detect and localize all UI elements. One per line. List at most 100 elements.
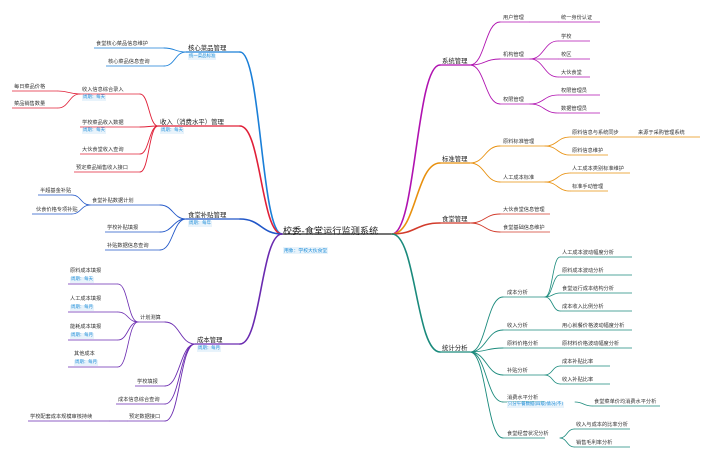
node-material-sync[interactable]: 原料信息与系统同步 xyxy=(572,130,619,136)
central-topic[interactable]: 校委-食堂运行监测系统 用象：学校大伙食堂 xyxy=(283,223,378,256)
branch-core xyxy=(239,51,283,235)
link-cinfo xyxy=(469,213,501,224)
node-operation-analysis[interactable]: 食堂经营状况分析 xyxy=(507,431,549,437)
tag-income: 周期：每天 xyxy=(160,128,184,134)
link-cq xyxy=(164,343,196,405)
node-core-dish-query[interactable]: 核心菜品信息查询 xyxy=(108,59,150,65)
node-dish-sales-qty[interactable]: 菜品销售数量 xyxy=(14,101,46,107)
node-gross-margin[interactable]: 销售毛利率分析 xyxy=(576,440,613,446)
link-qty xyxy=(57,93,81,109)
node-school[interactable]: 学校 xyxy=(561,34,572,40)
link-org-2 xyxy=(529,58,559,78)
link-half xyxy=(71,194,91,206)
node-material-price-analysis[interactable]: 原料价格分析 xyxy=(507,341,539,347)
node-half-fund-subsidy[interactable]: 半超基金补贴 xyxy=(40,188,72,194)
node-standard-management[interactable]: 标准管理 xyxy=(442,155,468,163)
node-labor-cost-report[interactable]: 人工成本填报 xyxy=(70,296,102,302)
node-price-special-subsidy[interactable]: 伙食价格专项补贴 xyxy=(36,207,78,213)
node-material-fluctuation[interactable]: 原料成本波动分析 xyxy=(562,268,604,274)
node-subsidy-analysis[interactable]: 补贴分析 xyxy=(507,368,528,374)
node-cost-analysis[interactable]: 成本分析 xyxy=(507,290,528,296)
node-daily-dish-price[interactable]: 每日菜品价格 xyxy=(14,84,46,90)
node-user-management[interactable]: 用户管理 xyxy=(503,15,524,21)
node-preorder-data-api[interactable]: 预定数据接口 xyxy=(129,414,161,420)
node-unified-auth[interactable]: 统一身份认证 xyxy=(561,15,593,21)
node-school-subsidy-report[interactable]: 学校补贴填报 xyxy=(107,225,139,231)
node-canteen-management[interactable]: 食堂管理 xyxy=(442,215,468,223)
branch-income xyxy=(239,125,283,235)
node-income-analysis[interactable]: 收入分析 xyxy=(507,323,528,329)
link-srep xyxy=(164,343,196,387)
link-sub-1 xyxy=(544,374,561,385)
node-school-report[interactable]: 学校填报 xyxy=(137,379,158,385)
link-mat-std xyxy=(469,145,501,164)
node-school-dish-income[interactable]: 学校菜品收入数据 xyxy=(82,120,124,126)
link-manual xyxy=(544,181,571,192)
node-statistics[interactable]: 统计分析 xyxy=(442,344,468,352)
node-labor-fluctuation[interactable]: 人工成本波动幅度分析 xyxy=(562,250,614,256)
link-costitem-1 xyxy=(117,311,139,323)
link-cost-2 xyxy=(544,292,561,298)
node-consumption-analysis[interactable]: 消费水平分析 xyxy=(507,395,539,401)
node-permission-admin[interactable]: 权限管理员 xyxy=(561,88,587,94)
link-op-1 xyxy=(559,437,575,448)
node-meal-price-fluctuation[interactable]: 用心就餐价格波动幅度分析 xyxy=(562,323,625,329)
link-sub-rep xyxy=(159,218,187,233)
node-cost-structure[interactable]: 食堂运行成本结构分析 xyxy=(562,286,614,292)
node-material-standard[interactable]: 原料标准管理 xyxy=(503,139,535,145)
node-permission-management[interactable]: 权限管理 xyxy=(503,97,524,103)
node-manual-standard[interactable]: 标准手动管理 xyxy=(572,184,604,190)
node-income-subsidy-ratio[interactable]: 收入补贴比率 xyxy=(562,377,594,383)
node-cost-query[interactable]: 成本信息综合查询 xyxy=(118,397,160,403)
node-labor-category[interactable]: 人工成本类别标准维护 xyxy=(572,166,624,172)
node-cost-management[interactable]: 成本管理 xyxy=(197,336,223,344)
link-special xyxy=(71,204,91,215)
link-stat-0 xyxy=(469,296,504,353)
node-canteen-org[interactable]: 大伙食堂 xyxy=(561,70,582,76)
node-system-management[interactable]: 系统管理 xyxy=(442,57,468,65)
node-data-admin[interactable]: 数据管理员 xyxy=(561,106,587,112)
node-cost-income-ratio[interactable]: 成本收入比例分析 xyxy=(562,304,604,310)
link-stat-1 xyxy=(469,329,504,353)
node-canteen-basic[interactable]: 食堂基础信息维护 xyxy=(503,225,545,231)
node-energy-cost-report[interactable]: 能耗成本填报 xyxy=(70,324,102,330)
node-cost-subsidy-ratio[interactable]: 成本补贴比率 xyxy=(562,359,594,365)
central-topic-title: 校委-食堂运行监测系统 xyxy=(283,226,379,237)
node-plan-calc[interactable]: 计划测算 xyxy=(140,315,161,321)
link-mat-m xyxy=(544,145,571,156)
node-avg-consumption[interactable]: 食堂菜单价均消费水平分析 xyxy=(594,399,657,405)
tag-cost: 周期：每月 xyxy=(197,346,221,352)
node-income-management[interactable]: 收入（消费水平）管理 xyxy=(160,118,224,126)
tag-income-entry: 周期：每天 xyxy=(82,95,106,101)
node-income-entry[interactable]: 收入信息综合录入 xyxy=(82,87,124,93)
link-costitem-0 xyxy=(117,283,139,323)
node-procurement-source[interactable]: 来源于采购管理系统 xyxy=(638,130,685,136)
link-stat-2 xyxy=(469,347,504,353)
tag-subsidy: 周期：每年 xyxy=(188,221,212,227)
tag-core-dish: 统一菜品标准 xyxy=(188,54,217,60)
node-material-cost-report[interactable]: 原料成本填报 xyxy=(70,268,102,274)
link-org xyxy=(469,58,501,66)
node-campus[interactable]: 校区 xyxy=(561,52,572,58)
node-subsidy-query[interactable]: 补贴数据信息查询 xyxy=(107,243,149,249)
node-org-management[interactable]: 机构管理 xyxy=(503,52,524,58)
node-core-dish-maintain[interactable]: 食堂核心菜品信息维护 xyxy=(96,41,148,47)
node-preorder-income-api[interactable]: 预定菜品销售收入接口 xyxy=(76,165,128,171)
node-other-cost[interactable]: 其他成本 xyxy=(74,351,95,357)
link-inc-entry xyxy=(139,93,159,127)
node-canteen-info[interactable]: 大伙食堂信息管理 xyxy=(503,207,545,213)
node-canteen-income-query[interactable]: 大伙食堂收入查询 xyxy=(82,147,124,153)
link-cons xyxy=(574,401,593,407)
node-subsidy-plan[interactable]: 食堂补贴数据计划 xyxy=(92,198,134,204)
node-core-dish-management[interactable]: 核心菜品管理 xyxy=(188,44,227,52)
tag-labor-cost: 周期：每月 xyxy=(70,305,94,311)
node-income-cost-ratio[interactable]: 收入与成本的比率分析 xyxy=(576,422,628,428)
node-subsidy-management[interactable]: 食堂补贴管理 xyxy=(188,211,227,219)
node-labor-standard[interactable]: 人工成本标准 xyxy=(503,175,535,181)
link-price xyxy=(57,90,81,95)
link-org-0 xyxy=(529,40,559,60)
node-material-maintain[interactable]: 原料信息维护 xyxy=(572,148,604,154)
node-school-cost-audit[interactable]: 学校配套成本规模审核持续 xyxy=(30,414,93,420)
node-raw-price-fluctuation[interactable]: 原材料价格波动幅度分析 xyxy=(562,341,620,347)
